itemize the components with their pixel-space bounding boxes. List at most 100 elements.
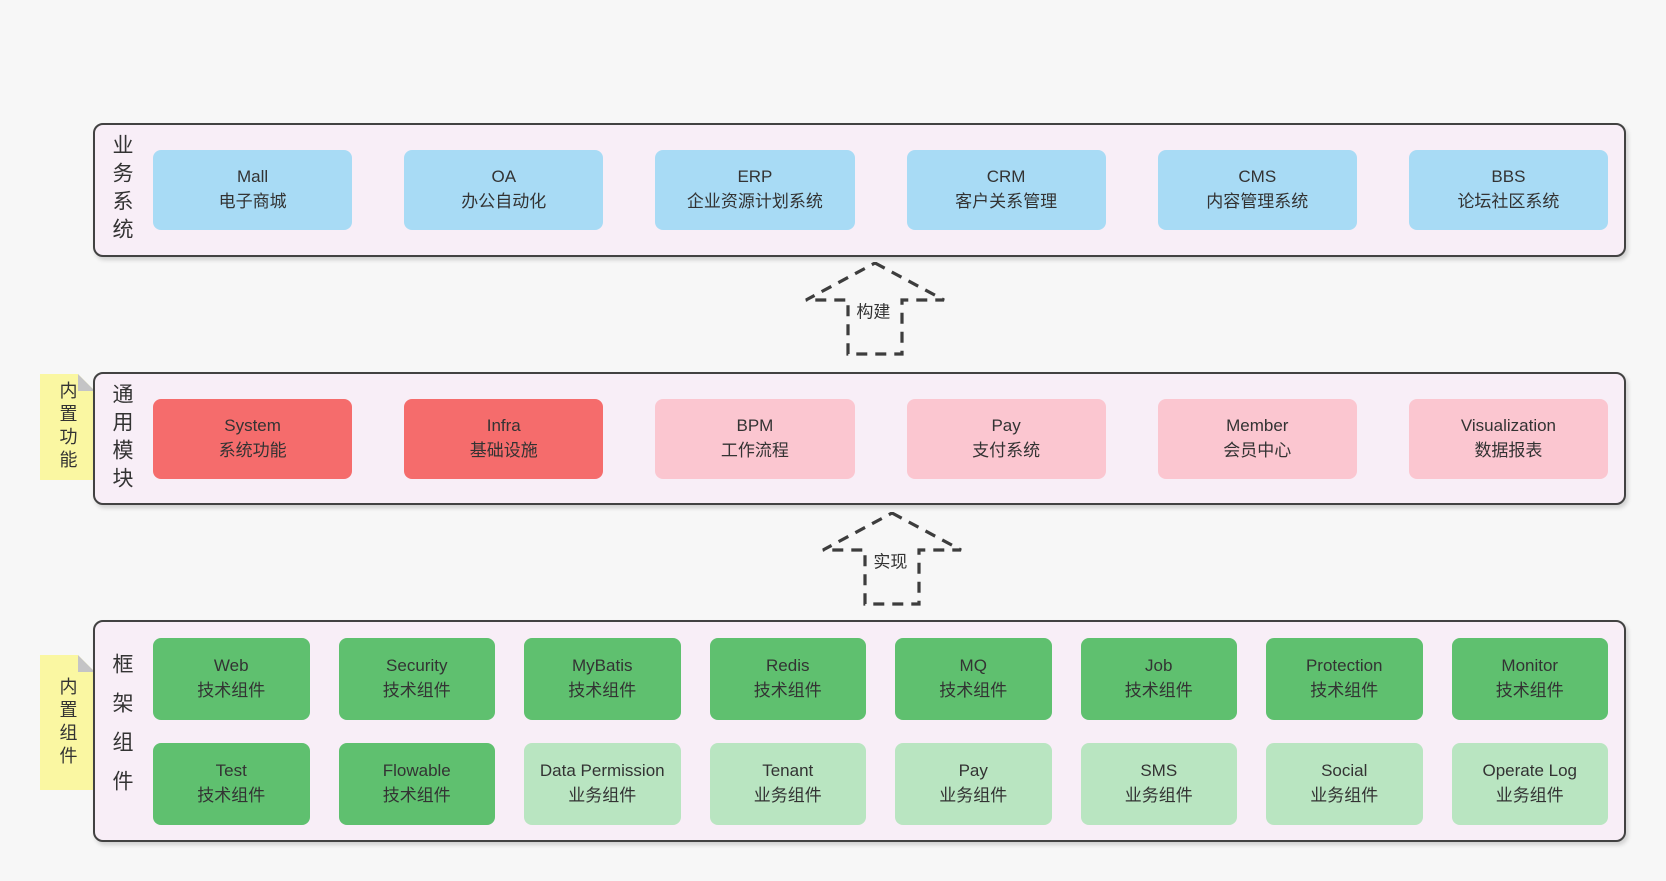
module-box: Job 技术组件 (1080, 637, 1237, 720)
module-box: System 系统功能 (153, 398, 353, 479)
box-title: MyBatis (572, 655, 633, 675)
box-title: BPM (736, 415, 774, 435)
box-title: Pay (991, 415, 1021, 435)
module-box: Redis 技术组件 (709, 637, 866, 720)
module-box: Operate Log 业务组件 (1451, 742, 1608, 825)
arrow-label: 构建 (853, 297, 894, 323)
box-title: ERP (737, 167, 773, 187)
box-title: CRM (986, 167, 1026, 187)
box-title: Monitor (1501, 655, 1559, 675)
box-title: Job (1145, 655, 1173, 675)
box-subtitle: 办公自动化 (461, 192, 547, 211)
dashed-up-arrow-icon (822, 512, 962, 606)
box-title: Data Permission (539, 760, 665, 780)
box-subtitle: 业务组件 (568, 785, 637, 805)
box-subtitle: 技术组件 (197, 785, 266, 805)
sticky-note-builtin-functions: 内置功能 (40, 374, 95, 480)
box-subtitle: 支付系统 (972, 440, 1041, 460)
box-title: Mall (237, 167, 269, 187)
box-subtitle: 技术组件 (382, 680, 451, 700)
module-box: Monitor 技术组件 (1451, 637, 1608, 720)
box-title: MQ (959, 655, 987, 675)
module-box: Mall 电子商城 (153, 150, 353, 230)
module-box: Test 技术组件 (153, 742, 310, 825)
module-box: Protection 技术组件 (1266, 637, 1423, 720)
box-row: Mall 电子商城 OA 办公自动化 ERP 企业资源计划系统 CRM 客户关系管理 CMS 内容… (153, 150, 1609, 230)
box-subtitle: 技术组件 (1495, 680, 1564, 700)
module-box: CMS 内容管理系统 (1157, 150, 1357, 230)
box-title: BBS (1491, 167, 1526, 187)
box-subtitle: 技术组件 (568, 680, 637, 700)
box-grid: Mall 电子商城 OA 办公自动化 ERP 企业资源计划系统 CRM 客户关系管理 CMS 内容… (153, 125, 1609, 255)
layer-side-label: 通用模块 (110, 382, 133, 495)
box-title: Security (386, 655, 448, 675)
box-title: SMS (1140, 760, 1178, 780)
box-subtitle: 客户关系管理 (955, 192, 1058, 211)
box-subtitle: 系统功能 (218, 440, 287, 460)
box-subtitle: 业务组件 (753, 785, 822, 805)
box-subtitle: 技术组件 (753, 680, 822, 700)
box-subtitle: 业务组件 (1310, 785, 1379, 805)
box-title: Member (1226, 415, 1289, 435)
layer-common-modules: 通用模块 System 系统功能 Infra 基础设施 BPM 工作流程 Pay 支付系统 Me… (93, 372, 1626, 505)
module-box: ERP 企业资源计划系统 (655, 150, 855, 230)
box-subtitle: 技术组件 (1124, 680, 1193, 700)
sticky-note-builtin-components: 内置组件 (40, 655, 95, 790)
box-subtitle: 工作流程 (720, 440, 789, 460)
box-subtitle: 内容管理系统 (1206, 192, 1309, 211)
note-label: 内置组件 (57, 676, 78, 769)
module-box: Infra 基础设施 (404, 398, 604, 479)
box-subtitle: 基础设施 (469, 440, 538, 460)
module-box: Visualization 数据报表 (1408, 398, 1609, 479)
box-title: Social (1321, 760, 1368, 780)
box-title: Flowable (382, 760, 451, 780)
layer-side-label: 业务系统 (110, 134, 133, 246)
module-box: SMS 业务组件 (1080, 742, 1237, 825)
box-subtitle: 会员中心 (1223, 440, 1292, 460)
box-subtitle: 电子商城 (218, 192, 287, 211)
box-grid: System 系统功能 Infra 基础设施 BPM 工作流程 Pay 支付系统 Member 会… (153, 374, 1609, 503)
module-box: Tenant 业务组件 (709, 742, 866, 825)
box-title: Protection (1305, 655, 1383, 675)
module-box: Member 会员中心 (1157, 398, 1357, 479)
box-title: Operate Log (1482, 760, 1577, 780)
arrow-implement: 实现 (822, 512, 962, 606)
arrow-label: 实现 (870, 547, 911, 573)
box-title: Infra (486, 415, 521, 435)
module-box: OA 办公自动化 (404, 150, 604, 230)
box-subtitle: 业务组件 (939, 785, 1008, 805)
box-subtitle: 数据报表 (1474, 440, 1543, 460)
box-subtitle: 企业资源计划系统 (686, 192, 823, 211)
module-box: Data Permission 业务组件 (524, 742, 681, 825)
box-subtitle: 业务组件 (1495, 785, 1564, 805)
module-box: Social 业务组件 (1266, 742, 1423, 825)
box-title: OA (491, 167, 517, 187)
module-box: Pay 支付系统 (906, 398, 1106, 479)
box-title: Redis (766, 655, 810, 675)
box-title: Tenant (762, 760, 814, 780)
box-title: CMS (1238, 167, 1277, 187)
box-title: Web (213, 655, 249, 675)
layer-business-systems: 业务系统 Mall 电子商城 OA 办公自动化 ERP 企业资源计划系统 CRM 客户关系管理… (93, 123, 1626, 257)
module-box: CRM 客户关系管理 (906, 150, 1106, 230)
note-label: 内置功能 (57, 381, 78, 473)
box-title: Visualization (1460, 415, 1557, 435)
arrow-build: 构建 (805, 262, 945, 356)
box-subtitle: 技术组件 (1310, 680, 1379, 700)
box-row: System 系统功能 Infra 基础设施 BPM 工作流程 Pay 支付系统 Member 会… (153, 398, 1609, 479)
box-subtitle: 技术组件 (939, 680, 1008, 700)
module-box: MyBatis 技术组件 (524, 637, 681, 720)
box-title: System (224, 415, 281, 435)
box-subtitle: 业务组件 (1124, 785, 1193, 805)
dashed-up-arrow-icon (805, 262, 945, 356)
box-title: Test (215, 760, 247, 780)
